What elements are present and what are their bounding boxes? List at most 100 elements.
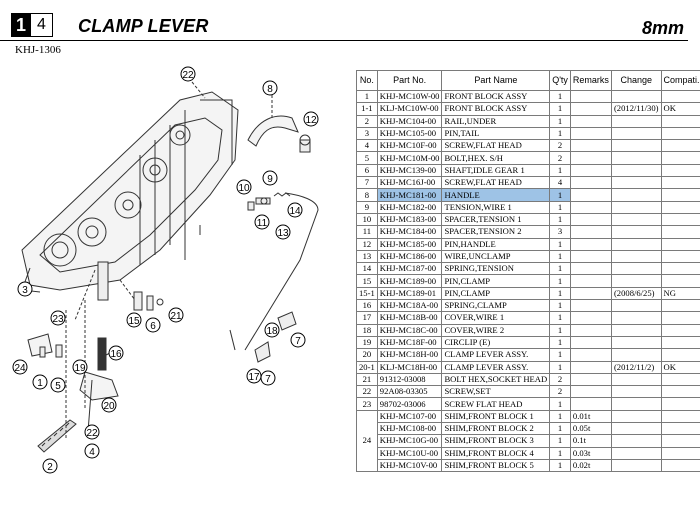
cell-compati bbox=[660, 446, 700, 460]
callout: 10 bbox=[236, 179, 252, 195]
cell-change bbox=[610, 458, 662, 473]
callout: 7 bbox=[260, 370, 276, 386]
cell-part-no: KHJ-MC18C-00 bbox=[376, 323, 443, 337]
cell-qty: 1 bbox=[549, 422, 571, 436]
cell-qty: 1 bbox=[549, 446, 571, 460]
cell-part-no: KHJ-MC18B-00 bbox=[376, 311, 443, 325]
cell-part-no: KHJ-MC183-00 bbox=[376, 212, 443, 227]
svg-text:6: 6 bbox=[150, 321, 156, 332]
cell-qty: 1 bbox=[549, 458, 571, 473]
cell-part-no: KHJ-MC18A-00 bbox=[376, 299, 443, 313]
cell-no: 14 bbox=[356, 262, 378, 276]
page-title: CLAMP LEVER bbox=[78, 16, 209, 36]
cell-qty: 2 bbox=[549, 372, 571, 387]
cell-change bbox=[610, 225, 662, 239]
cell-part-name: PIN,CLAMP bbox=[441, 274, 551, 288]
cell-qty: 3 bbox=[549, 225, 571, 239]
cell-remarks: 0.03t bbox=[569, 446, 612, 460]
cell-part-no: KHJ-MC10W-00 bbox=[376, 89, 443, 104]
cell-part-name: SHIM,FRONT BLOCK 4 bbox=[441, 446, 551, 460]
cell-change bbox=[610, 385, 662, 399]
cell-part-name: SPRING,TENSION bbox=[441, 262, 551, 276]
cell-no: 20-1 bbox=[356, 360, 378, 374]
cell-change: (2012/11/30) bbox=[610, 102, 662, 116]
svg-text:4: 4 bbox=[89, 447, 95, 458]
cell-no: 12 bbox=[356, 237, 378, 251]
cell-part-name: SHIM,FRONT BLOCK 2 bbox=[441, 422, 551, 436]
cell-compati bbox=[660, 299, 700, 313]
cell-change bbox=[610, 114, 662, 128]
cell-part-no: KLJ-MC18H-00 bbox=[376, 360, 443, 374]
cell-compati bbox=[660, 372, 700, 387]
callout: 24 bbox=[12, 359, 28, 375]
cell-no: 17 bbox=[356, 311, 378, 325]
callout: 12 bbox=[303, 111, 319, 127]
feeder-size: 8mm bbox=[641, 18, 684, 38]
cell-qty: 2 bbox=[549, 385, 571, 399]
cell-part-no: KHJ-MC107-00 bbox=[376, 409, 443, 424]
cell-no: 9 bbox=[356, 200, 378, 214]
cell-no: 1 bbox=[356, 89, 378, 104]
cell-compati bbox=[660, 397, 700, 411]
cell-compati bbox=[660, 434, 700, 448]
svg-text:24: 24 bbox=[14, 363, 26, 374]
cell-part-name: SHIM,FRONT BLOCK 5 bbox=[441, 458, 551, 473]
cell-qty: 1 bbox=[549, 323, 571, 337]
cell-remarks: 0.1t bbox=[569, 434, 612, 448]
cell-change bbox=[610, 237, 662, 251]
page-number-minor: 4 bbox=[30, 13, 53, 37]
cell-compati bbox=[660, 249, 700, 264]
svg-text:15: 15 bbox=[128, 316, 140, 327]
cell-qty: 1 bbox=[549, 409, 571, 424]
cell-compati: OK bbox=[660, 360, 700, 374]
cell-compati bbox=[660, 89, 700, 104]
svg-text:22: 22 bbox=[182, 70, 194, 81]
cell-part-no: KHJ-MC10G-00 bbox=[376, 434, 443, 448]
cell-part-name: FRONT BLOCK ASSY bbox=[441, 102, 551, 116]
cell-part-name: SCREW,FLAT HEAD bbox=[441, 176, 551, 190]
cell-change bbox=[610, 126, 662, 141]
cell-change: (2008/6/25) bbox=[610, 286, 662, 301]
cell-part-no: KHJ-MC189-01 bbox=[376, 286, 443, 301]
cell-part-no: KHJ-MC10F-00 bbox=[376, 139, 443, 153]
cell-no: 18 bbox=[356, 323, 378, 337]
cell-qty: 1 bbox=[549, 237, 571, 251]
cell-qty: 1 bbox=[549, 200, 571, 214]
callout: 23 bbox=[50, 310, 66, 326]
col-qty: Q'ty bbox=[549, 70, 571, 91]
cell-change bbox=[610, 163, 662, 178]
cell-part-name: SCREW FLAT HEAD bbox=[441, 397, 551, 411]
cell-no: 8 bbox=[356, 188, 378, 202]
